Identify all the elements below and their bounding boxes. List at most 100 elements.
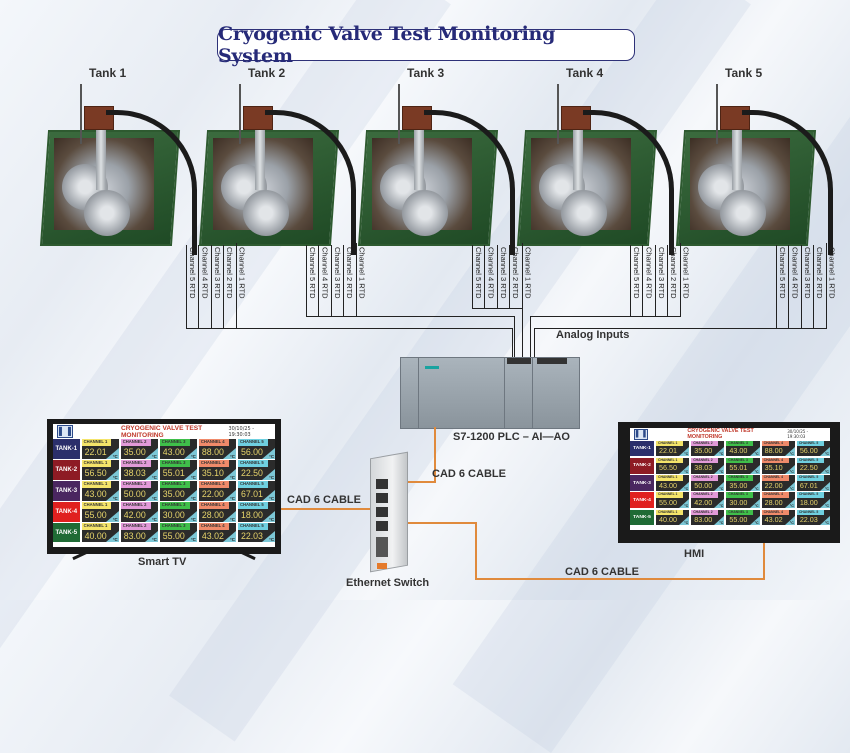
channel-header: CHANNEL 5 <box>237 481 268 488</box>
unit-label: °C <box>754 521 759 526</box>
tank-row-label: TANK-1 <box>53 439 80 459</box>
cable-plc-switch-h <box>394 481 436 483</box>
channel-value: 35.00 <box>729 480 748 490</box>
channel-label: Channel 1 RTD <box>237 247 247 299</box>
wire-to-plc <box>534 328 535 358</box>
channel-cell: CHANNEL 5 56.00 °C <box>237 439 276 459</box>
channel-cell: CHANNEL 5 67.01 °C <box>237 481 276 501</box>
unit-label: °C <box>190 495 196 501</box>
channel-value: 56.00 <box>799 446 818 456</box>
channel-header: CHANNEL 2 <box>691 475 719 481</box>
channel-header: CHANNEL 1 <box>656 509 683 516</box>
hose <box>265 110 356 255</box>
unit-badge <box>183 489 197 501</box>
tank-row-label: TANK-2 <box>630 457 654 474</box>
valve-rod <box>80 84 82 144</box>
wire-vertical <box>800 245 802 328</box>
channel-value: 28.00 <box>201 509 224 520</box>
channel-label: Channel 2 RTD <box>225 247 235 299</box>
wire-to-plc <box>186 328 512 329</box>
unit-label: °C <box>112 474 118 480</box>
channel-value: 43.00 <box>162 447 185 458</box>
channel-header: CHANNEL 1 <box>81 523 112 530</box>
channel-cell: CHANNEL 1 56.50 °C <box>81 460 119 480</box>
channel-label: Channel 5 RTD <box>188 247 197 299</box>
hose <box>742 110 833 255</box>
unit-label: °C <box>190 453 196 459</box>
tank-row-label: TANK-4 <box>53 502 80 522</box>
channel-header: CHANNEL 3 <box>726 457 754 464</box>
channel-label: Channel 1 RTD <box>681 247 691 299</box>
unit-badge <box>679 447 690 457</box>
valve-stem <box>573 120 583 190</box>
channel-label: Channel 3 RTD <box>332 247 342 299</box>
smart-tv-screen: ▌▐ CRYOGENIC VALVE TEST MONITORING 30/10… <box>53 424 276 547</box>
channel-value: 50.00 <box>123 488 146 499</box>
channel-value: 43.00 <box>84 488 107 499</box>
wire-vertical <box>306 245 307 316</box>
unit-label: °C <box>190 474 196 480</box>
channel-cell: CHANNEL 1 43.00 °C <box>656 475 690 491</box>
valve-rod <box>557 84 559 144</box>
channel-cell: CHANNEL 5 18.00 °C <box>796 492 831 509</box>
channel-cell: CHANNEL 1 40.00 °C <box>81 523 119 543</box>
unit-badge <box>714 464 725 474</box>
unit-badge <box>679 499 690 509</box>
unit-label: °C <box>684 469 689 474</box>
unit-badge <box>262 531 276 543</box>
unit-label: °C <box>112 495 118 501</box>
channel-header: CHANNEL 3 <box>159 439 190 447</box>
wire-vertical <box>355 243 357 316</box>
unit-label: °C <box>269 537 275 543</box>
channel-header: CHANNEL 3 <box>159 481 190 488</box>
channel-value: 22.50 <box>799 463 818 473</box>
unit-badge <box>679 464 690 474</box>
unit-label: °C <box>230 495 235 501</box>
unit-label: °C <box>719 452 724 457</box>
unit-badge <box>144 510 158 522</box>
wire-bus <box>776 328 827 329</box>
channel-value: 88.00 <box>764 446 783 456</box>
channel-label: Channel 5 RTD <box>308 247 317 299</box>
unit-badge <box>222 510 236 522</box>
unit-label: °C <box>269 495 275 501</box>
channel-value: 67.01 <box>799 480 818 490</box>
channel-cell: CHANNEL 3 43.00 °C <box>159 439 197 459</box>
channel-cell: CHANNEL 3 43.00 °C <box>726 440 760 457</box>
channel-header: CHANNEL 3 <box>159 502 190 509</box>
unit-label: °C <box>269 516 275 522</box>
unit-badge <box>262 510 276 522</box>
channel-label: Channel 4 RTD <box>320 247 330 299</box>
unit-badge <box>144 489 158 501</box>
unit-badge <box>749 499 760 509</box>
channel-cell: CHANNEL 3 55.01 °C <box>726 457 760 474</box>
channel-value: 35.10 <box>201 468 224 478</box>
channel-header: CHANNEL 5 <box>796 440 824 447</box>
channel-value: 22.00 <box>201 488 224 499</box>
channel-header: CHANNEL 3 <box>726 509 754 516</box>
channel-value: 30.00 <box>162 509 185 520</box>
channel-cell: CHANNEL 4 28.00 °C <box>761 492 795 509</box>
channel-cell: CHANNEL 2 50.00 °C <box>691 475 725 491</box>
unit-badge <box>262 468 276 480</box>
unit-label: °C <box>151 453 157 459</box>
channel-label: Channel 3 RTD <box>212 247 222 299</box>
channel-cell: CHANNEL 5 22.03 °C <box>237 523 276 543</box>
unit-badge <box>679 516 690 526</box>
tank-row-label: TANK-1 <box>630 440 654 457</box>
channel-value: 55.00 <box>162 530 185 541</box>
channel-cell: CHANNEL 2 50.00 °C <box>120 481 158 501</box>
tank-illustration-3 <box>354 80 515 255</box>
channel-header: CHANNEL 2 <box>120 460 151 467</box>
unit-label: °C <box>112 537 118 543</box>
unit-label: °C <box>269 474 275 480</box>
wire-to-plc <box>472 308 522 309</box>
channel-cell: CHANNEL 4 43.02 °C <box>198 523 236 543</box>
smart-tv-label: Smart TV <box>138 556 187 568</box>
channel-header: CHANNEL 5 <box>796 457 824 464</box>
channel-cell: CHANNEL 1 43.00 °C <box>81 481 119 501</box>
channel-header: CHANNEL 5 <box>796 509 824 516</box>
channel-value: 55.00 <box>729 515 748 525</box>
tank-label-5: Tank 5 <box>725 66 763 80</box>
